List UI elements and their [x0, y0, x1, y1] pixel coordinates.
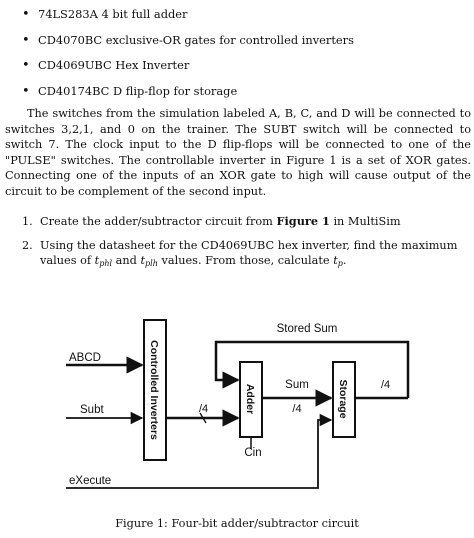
storage-block — [332, 361, 356, 438]
step-text: Create the adder/subtractor circuit from — [40, 215, 273, 228]
math-subscript: plh — [145, 259, 158, 268]
abcd-label: ABCD — [69, 352, 101, 364]
adder-label: Adder — [244, 384, 256, 414]
figure-caption: Figure 1: Four-bit adder/subtractor circ… — [115, 517, 359, 530]
component-list: 74LS283A 4 bit full adder CD4070BC exclu… — [22, 2, 354, 104]
step-text: in MultiSim — [333, 215, 401, 228]
cin-label: Cin — [244, 447, 261, 459]
math-subscript: phl — [99, 259, 113, 268]
component-item: CD4069UBC Hex Inverter — [22, 53, 354, 79]
math-symbol: t — [333, 254, 338, 267]
figure-reference: Figure 1 — [276, 214, 330, 228]
stored-sum-feedback-wire — [214, 340, 410, 398]
instructions-paragraph: The switches from the simulation labeled… — [5, 106, 471, 199]
step-item: 2. Using the datasheet for the CD4069UBC… — [22, 238, 468, 269]
math-symbol: t — [94, 254, 100, 267]
bus-width-label: /4 — [292, 403, 301, 415]
storage-label: Storage — [337, 379, 349, 418]
component-item: CD40174BC D flip-flop for storage — [22, 79, 354, 105]
execute-label: eXecute — [69, 475, 111, 487]
steps-list: 1. Create the adder/subtractor circuit f… — [22, 214, 468, 277]
bus-width-label: /4 — [199, 403, 208, 415]
bus-slash — [199, 412, 207, 424]
component-item: CD4070BC exclusive-OR gates for controll… — [22, 28, 354, 54]
controlled-inverters-label: Controlled Inverters — [148, 340, 160, 440]
stored-sum-label: Stored Sum — [277, 323, 338, 335]
step-text: . — [342, 254, 347, 267]
paragraph-text: The switches from the simulation labeled… — [5, 107, 471, 198]
sum-label: Sum — [285, 379, 309, 391]
step-number: 2. — [22, 238, 33, 252]
step-text: and — [115, 254, 137, 267]
step-text: Using the datasheet for the CD4069UBC he… — [40, 238, 458, 268]
math-subscript: p — [337, 259, 343, 268]
circuit-diagram: Stored Sum ABCD Subt eXecute Sum /4 /4 /… — [66, 319, 410, 489]
controlled-inverters-block — [143, 319, 167, 461]
step-item: 1. Create the adder/subtractor circuit f… — [22, 214, 468, 230]
execute-wire — [66, 413, 333, 489]
step-text: values. From those, calculate — [161, 254, 330, 267]
subt-label: Subt — [80, 404, 104, 416]
bus-width-label: /4 — [381, 379, 390, 391]
component-item: 74LS283A 4 bit full adder — [22, 2, 354, 28]
math-symbol: t — [140, 254, 146, 267]
step-number: 1. — [22, 215, 33, 228]
